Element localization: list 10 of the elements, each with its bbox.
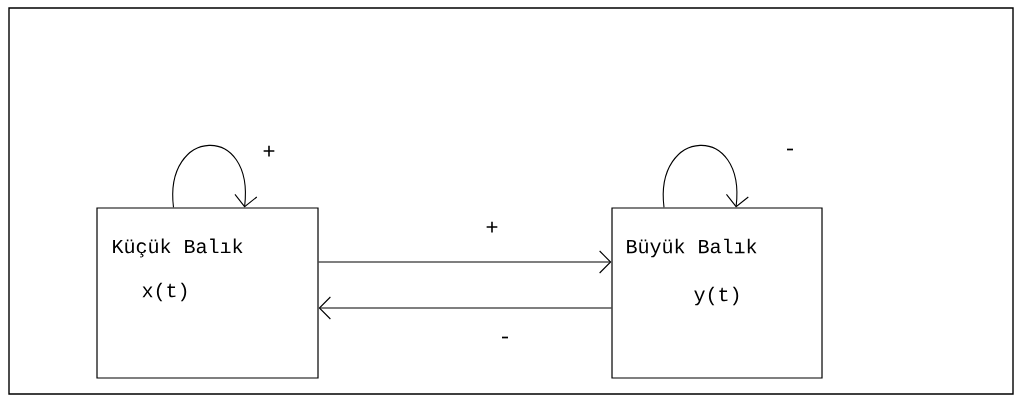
- arrow: [318, 250, 612, 274]
- edge-label: -: [782, 147, 798, 157]
- edge-label: -: [497, 335, 513, 345]
- arrow: [172, 144, 258, 208]
- box: Büyük Balık y(t): [611, 207, 823, 379]
- box: Küçük Balık x(t): [96, 207, 319, 379]
- edge-label: +: [484, 220, 500, 236]
- arrow: [662, 144, 749, 208]
- edge-label: +: [261, 144, 277, 160]
- arrow: [318, 296, 612, 320]
